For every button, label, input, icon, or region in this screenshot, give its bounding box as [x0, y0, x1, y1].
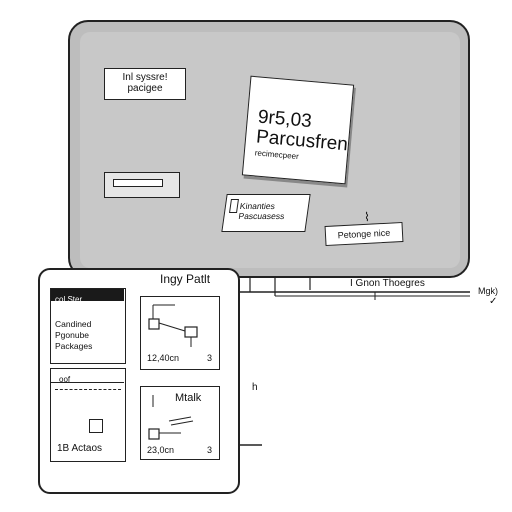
left-top-header-text: col Ster — [55, 295, 83, 304]
left-bottom-divider — [55, 389, 121, 390]
install-packages-box[interactable]: Inl syssre! pacigee — [104, 68, 186, 100]
tray-slot[interactable] — [104, 172, 180, 198]
right-bottom-card[interactable]: Mtalk 23,0cn 3 — [140, 386, 220, 460]
right-bottom-suffix: 3 — [207, 445, 213, 455]
left-top-line3: Packages — [55, 341, 93, 351]
right-top-number: 12,40cn — [147, 353, 180, 363]
corner-check-icon: ✓ — [489, 296, 498, 307]
mini-package-card[interactable]: Kinanties Pascuasess — [221, 194, 311, 232]
left-bottom-chip-icon — [89, 419, 103, 433]
left-top-line1: Candined — [55, 319, 92, 329]
left-top-card[interactable]: col Ster Candined Pgonube Packages — [50, 288, 126, 364]
corner-note: Mgk) — [478, 286, 498, 296]
right-bottom-number: 23,0cn — [147, 445, 175, 455]
install-box-line1: Inl syssre! — [122, 72, 168, 83]
parcel-card[interactable]: 9r5,03 Parcusfren recimecpeer — [241, 75, 355, 185]
tag-spark-icon: ⌇ — [364, 210, 370, 224]
left-bottom-value: 1B Actaos — [57, 443, 103, 454]
mini-card-line1: Kinanties — [239, 201, 276, 211]
install-box-line2: pacigee — [127, 83, 163, 94]
left-bottom-card[interactable]: oof 1B Actaos — [50, 368, 126, 462]
mini-card-line2: Pascuasess — [237, 211, 286, 221]
right-top-schematic-icon — [148, 304, 198, 347]
tray-slot-opening — [113, 179, 163, 187]
right-top-suffix: 3 — [207, 353, 213, 363]
panel-title: Ingy Patlt — [160, 272, 211, 286]
right-bottom-title: Mtalk — [175, 392, 202, 404]
left-top-header: col Ster — [51, 289, 124, 304]
side-label-n: h — [252, 382, 258, 393]
left-bottom-header: oof — [51, 369, 124, 384]
right-top-card[interactable]: 12,40cn 3 — [140, 296, 220, 370]
left-bottom-header-text: oof — [59, 375, 71, 384]
left-top-line2: Pgonube — [55, 330, 90, 340]
right-bottom-schematic-icon — [148, 395, 194, 440]
tag-label-text: Petonge nice — [337, 227, 391, 241]
right-note: I Gnon Thoegres — [350, 278, 425, 289]
mini-card-icon — [229, 199, 239, 213]
tag-label[interactable]: Petonge nice — [324, 221, 404, 247]
